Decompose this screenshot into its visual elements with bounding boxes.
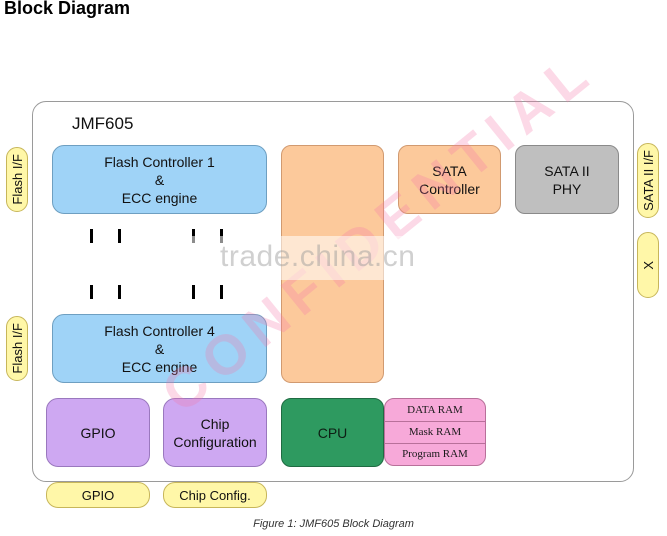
- flash-if-bottom-label: Flash I/F: [9, 323, 25, 374]
- connector-bar: [118, 229, 121, 243]
- sata-controller-line-2: Controller: [419, 180, 480, 197]
- sata-if-pill: SATA II I/F: [637, 143, 659, 218]
- cpu-label: CPU: [317, 424, 348, 441]
- site-watermark: trade.china.cn: [220, 240, 416, 273]
- flash-if-bottom-pill: Flash I/F: [6, 316, 28, 381]
- gpio-label: GPIO: [80, 424, 116, 441]
- sata-phy-block: SATA II PHY: [515, 145, 619, 214]
- flash-controller-4-title: Flash Controller 4: [104, 322, 215, 339]
- mask-ram-label: Mask RAM: [408, 426, 462, 438]
- sata-if-label: SATA II I/F: [640, 150, 656, 211]
- chip-name: JMF605: [72, 114, 134, 133]
- ram-divider: [385, 443, 485, 444]
- ram-divider: [385, 421, 485, 422]
- flash-controller-1-amp: &: [154, 171, 165, 188]
- cpu-block: CPU: [281, 398, 384, 467]
- chip-configuration-line-1: Chip: [200, 415, 230, 432]
- flash-controller-1-ecc: ECC engine: [121, 189, 198, 206]
- sata-phy-line-2: PHY: [552, 180, 582, 197]
- sata-controller-line-1: SATA: [432, 162, 467, 179]
- data-ram-label: DATA RAM: [407, 404, 463, 416]
- sata-phy-line-1: SATA II: [544, 162, 590, 179]
- connector-bar: [90, 229, 93, 243]
- flash-controller-4-ecc: ECC engine: [121, 358, 198, 375]
- flash-if-top-label: Flash I/F: [9, 154, 25, 205]
- chip-config-pin-pill: Chip Config.: [163, 482, 267, 508]
- chip-configuration-line-2: Configuration: [173, 433, 257, 450]
- program-ram-label: Program RAM: [402, 448, 468, 460]
- connector-bar: [192, 285, 195, 299]
- chip-configuration-block: Chip Configuration: [163, 398, 267, 467]
- figure-caption: Figure 1: JMF605 Block Diagram: [253, 518, 414, 530]
- page-heading: Block Diagram: [4, 0, 131, 18]
- flash-controller-1-block: Flash Controller 1 & ECC engine: [52, 145, 267, 214]
- xtal-pill: X: [637, 232, 659, 298]
- flash-if-top-pill: Flash I/F: [6, 147, 28, 212]
- flash-controller-4-block: Flash Controller 4 & ECC engine: [52, 314, 267, 383]
- connector-bar: [220, 285, 223, 299]
- flash-controller-1-title: Flash Controller 1: [104, 153, 215, 170]
- gpio-block: GPIO: [46, 398, 150, 467]
- watermark-backdrop: [170, 236, 500, 280]
- xtal-label: X: [640, 260, 656, 270]
- flash-controller-4-amp: &: [154, 340, 165, 357]
- gpio-pin-label: GPIO: [81, 487, 115, 503]
- gpio-pin-pill: GPIO: [46, 482, 150, 508]
- connector-bar: [90, 285, 93, 299]
- chip-config-pin-label: Chip Config.: [179, 487, 251, 503]
- sata-controller-block: SATA Controller: [398, 145, 501, 214]
- ram-stack: DATA RAM Mask RAM Program RAM: [384, 398, 486, 466]
- connector-bar: [118, 285, 121, 299]
